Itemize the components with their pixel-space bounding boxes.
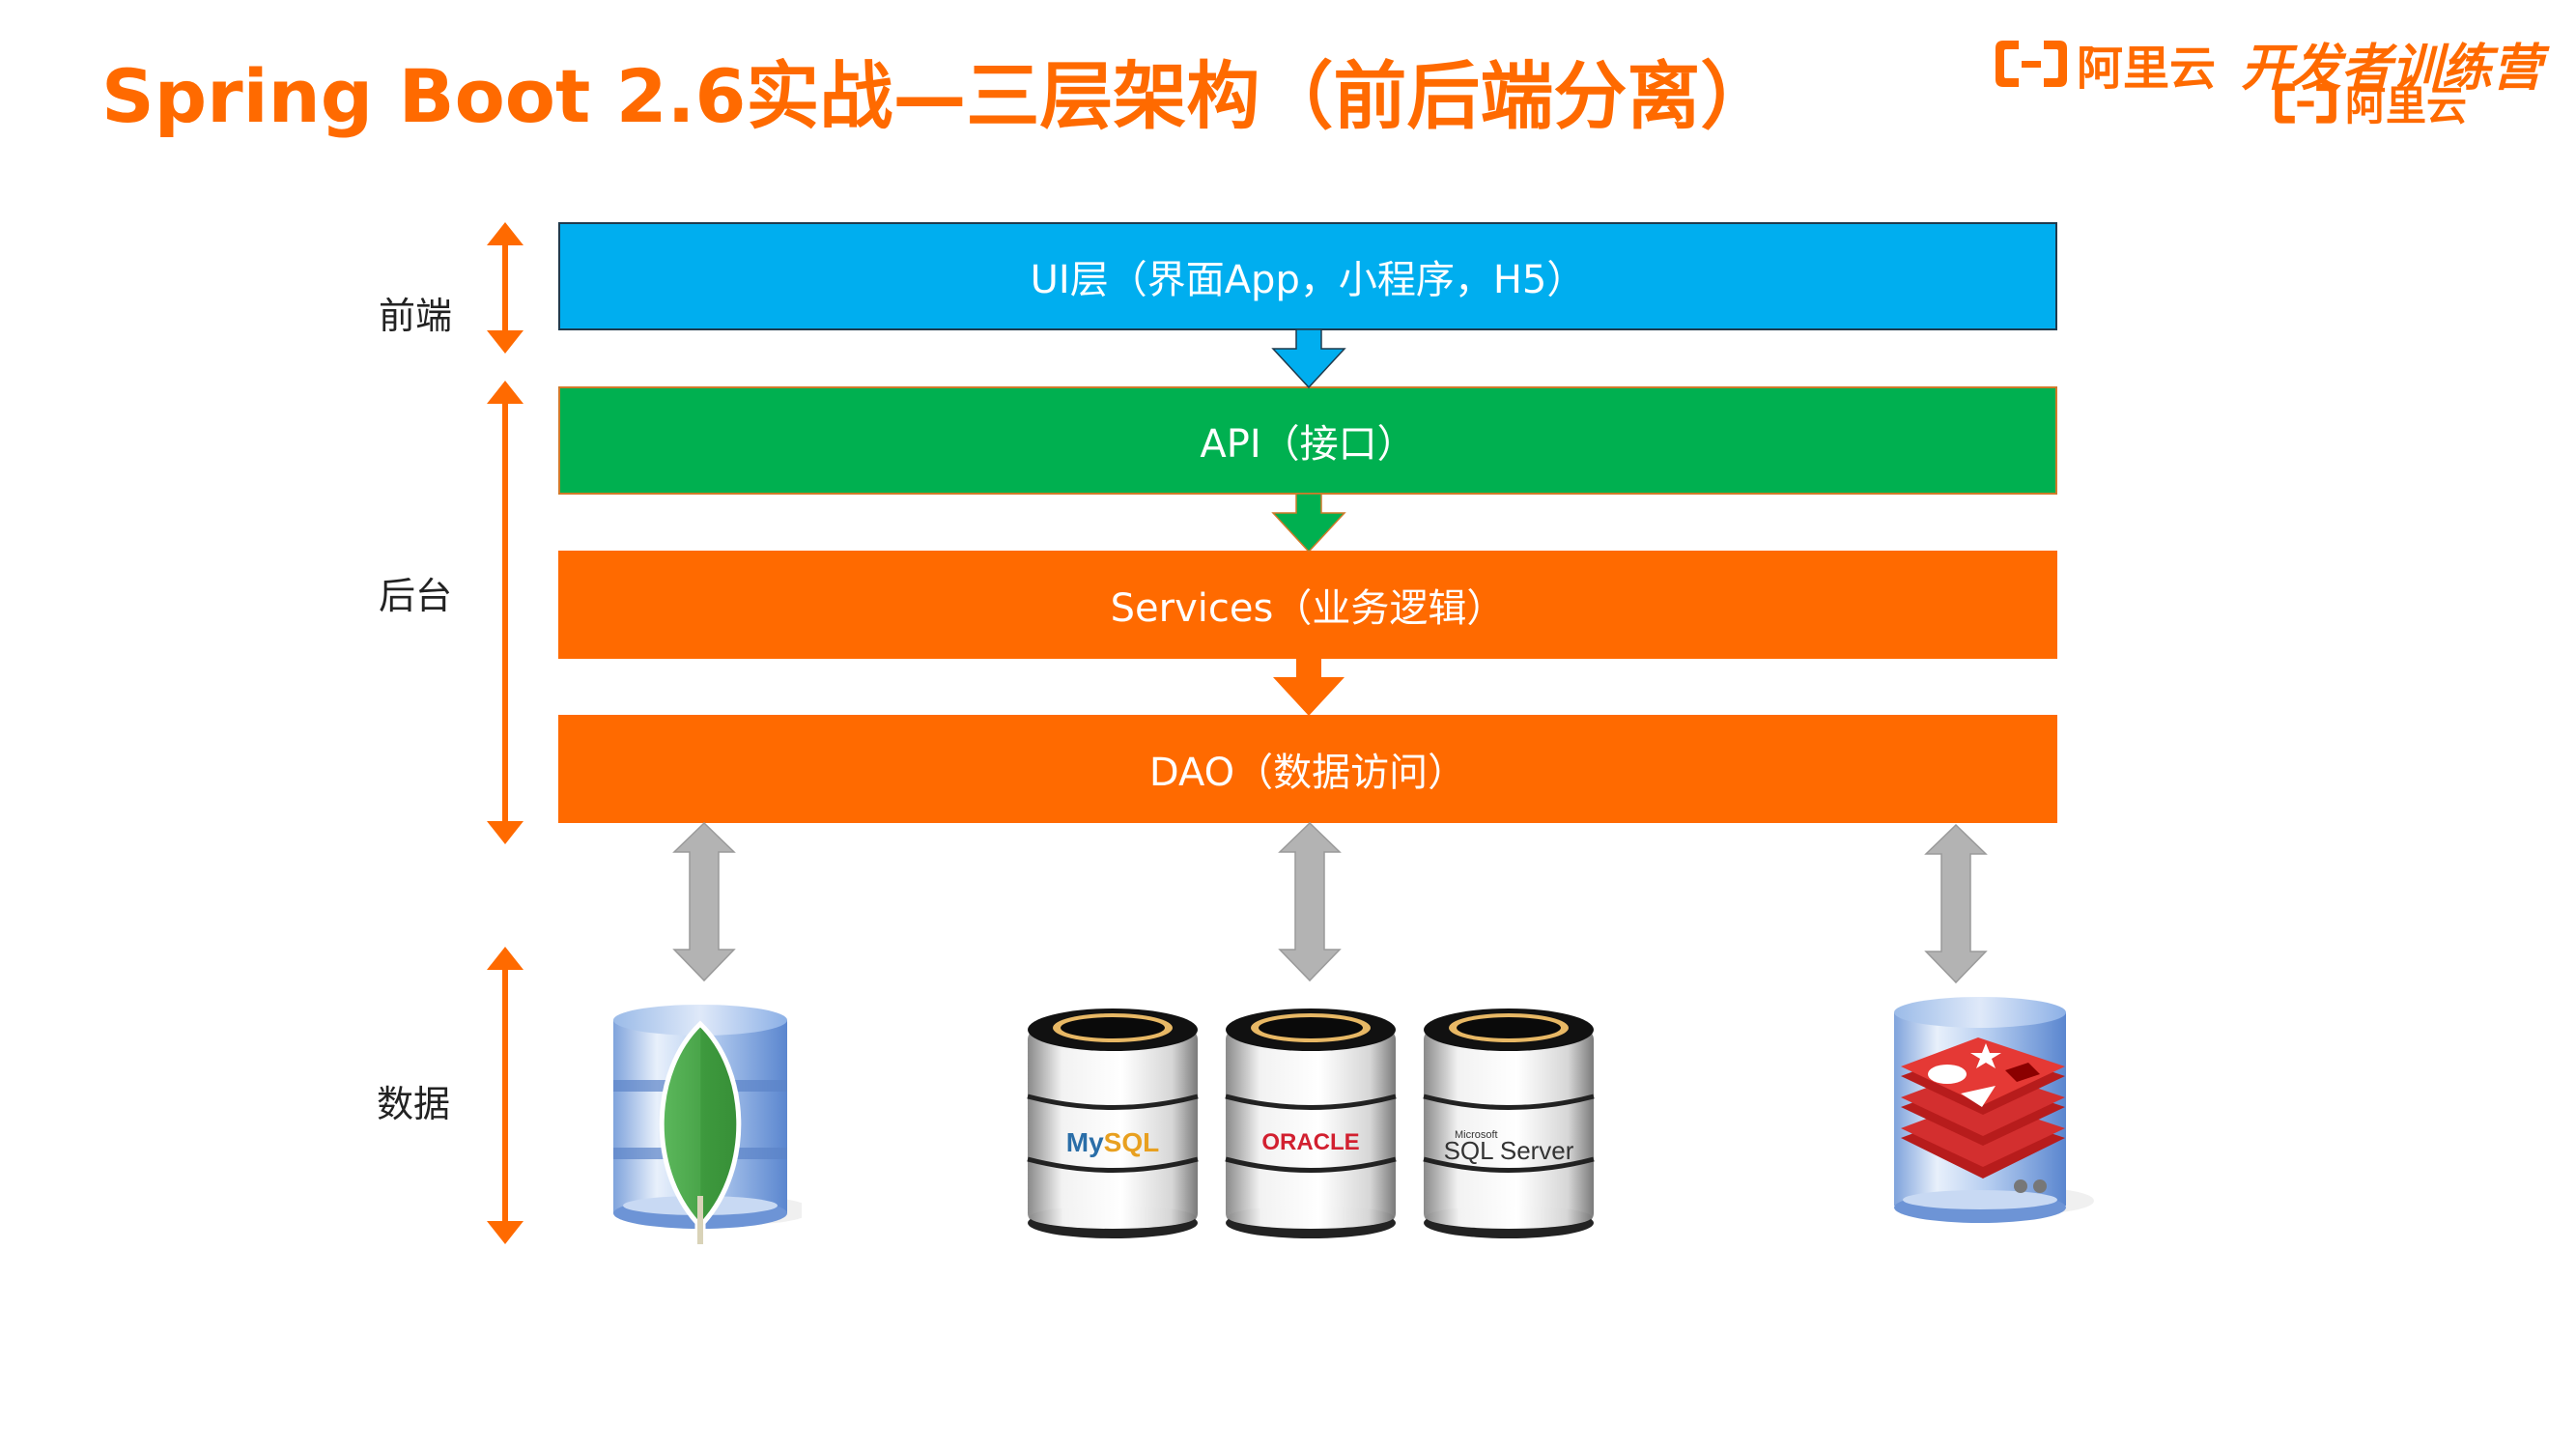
aliyun-bracket-icon: [2275, 82, 2336, 124]
mongodb-database-icon: [613, 1005, 802, 1247]
tier-label-backend: 后台: [379, 575, 453, 617]
flow-arrow-api-to-services-icon: [1271, 493, 1346, 554]
layer-services-label: Services（业务逻辑）: [1110, 586, 1506, 631]
sqlserver-vendor-text: Microsoft: [1455, 1129, 1498, 1141]
oracle-database-icon: ORACLE: [1225, 1009, 1397, 1238]
aliyun-bracket-icon: [1996, 40, 2067, 87]
connector-mongodb-arrow-icon: [672, 821, 736, 982]
tier-label-frontend: 前端: [379, 295, 453, 337]
sqlserver-logo-text: SQL Server: [1444, 1136, 1574, 1165]
aliyun-developer-camp-logo: 阿里云 开发者训练营 阿里云: [1990, 27, 2569, 133]
logo-sub-brand: 阿里云: [2345, 82, 2468, 129]
layer-ui-label: UI层（界面App，小程序，H5）: [1030, 258, 1586, 302]
relational-databases-group: MySQL ORACLE Microsoft SQL Server: [1027, 1009, 1595, 1238]
logo-sub: 阿里云: [2270, 73, 2467, 132]
sqlserver-database-icon: Microsoft SQL Server: [1423, 1009, 1595, 1238]
layer-services: Services（业务逻辑）: [558, 551, 2057, 659]
mysql-database-icon: MySQL: [1027, 1009, 1199, 1238]
tier-label-data: 数据: [377, 1083, 451, 1125]
data-range-arrow-icon: [487, 947, 524, 1244]
layer-api: API（接口）: [558, 386, 2057, 495]
mysql-logo-text: MySQL: [1066, 1127, 1159, 1157]
layer-ui: UI层（界面App，小程序，H5）: [558, 222, 2057, 330]
backend-range-arrow-icon: [487, 381, 524, 844]
oracle-logo-text: ORACLE: [1261, 1129, 1359, 1155]
redis-database-icon: [1894, 997, 2094, 1223]
layer-api-label: API（接口）: [1200, 422, 1416, 467]
connector-redis-arrow-icon: [1924, 823, 1988, 984]
redis-logo-icon: [1901, 1037, 2065, 1179]
logo-brand: 阿里云: [2077, 41, 2217, 96]
flow-arrow-services-to-dao-icon: [1273, 658, 1345, 716]
frontend-range-arrow-icon: [487, 222, 524, 354]
connector-relational-arrow-icon: [1278, 821, 1342, 982]
flow-arrow-ui-to-api-icon: [1271, 328, 1346, 389]
layer-dao-label: DAO（数据访问）: [1148, 751, 1467, 795]
layer-dao: DAO（数据访问）: [558, 715, 2057, 823]
page-title: Spring Boot 2.6实战—三层架构（前后端分离）: [101, 53, 1774, 139]
